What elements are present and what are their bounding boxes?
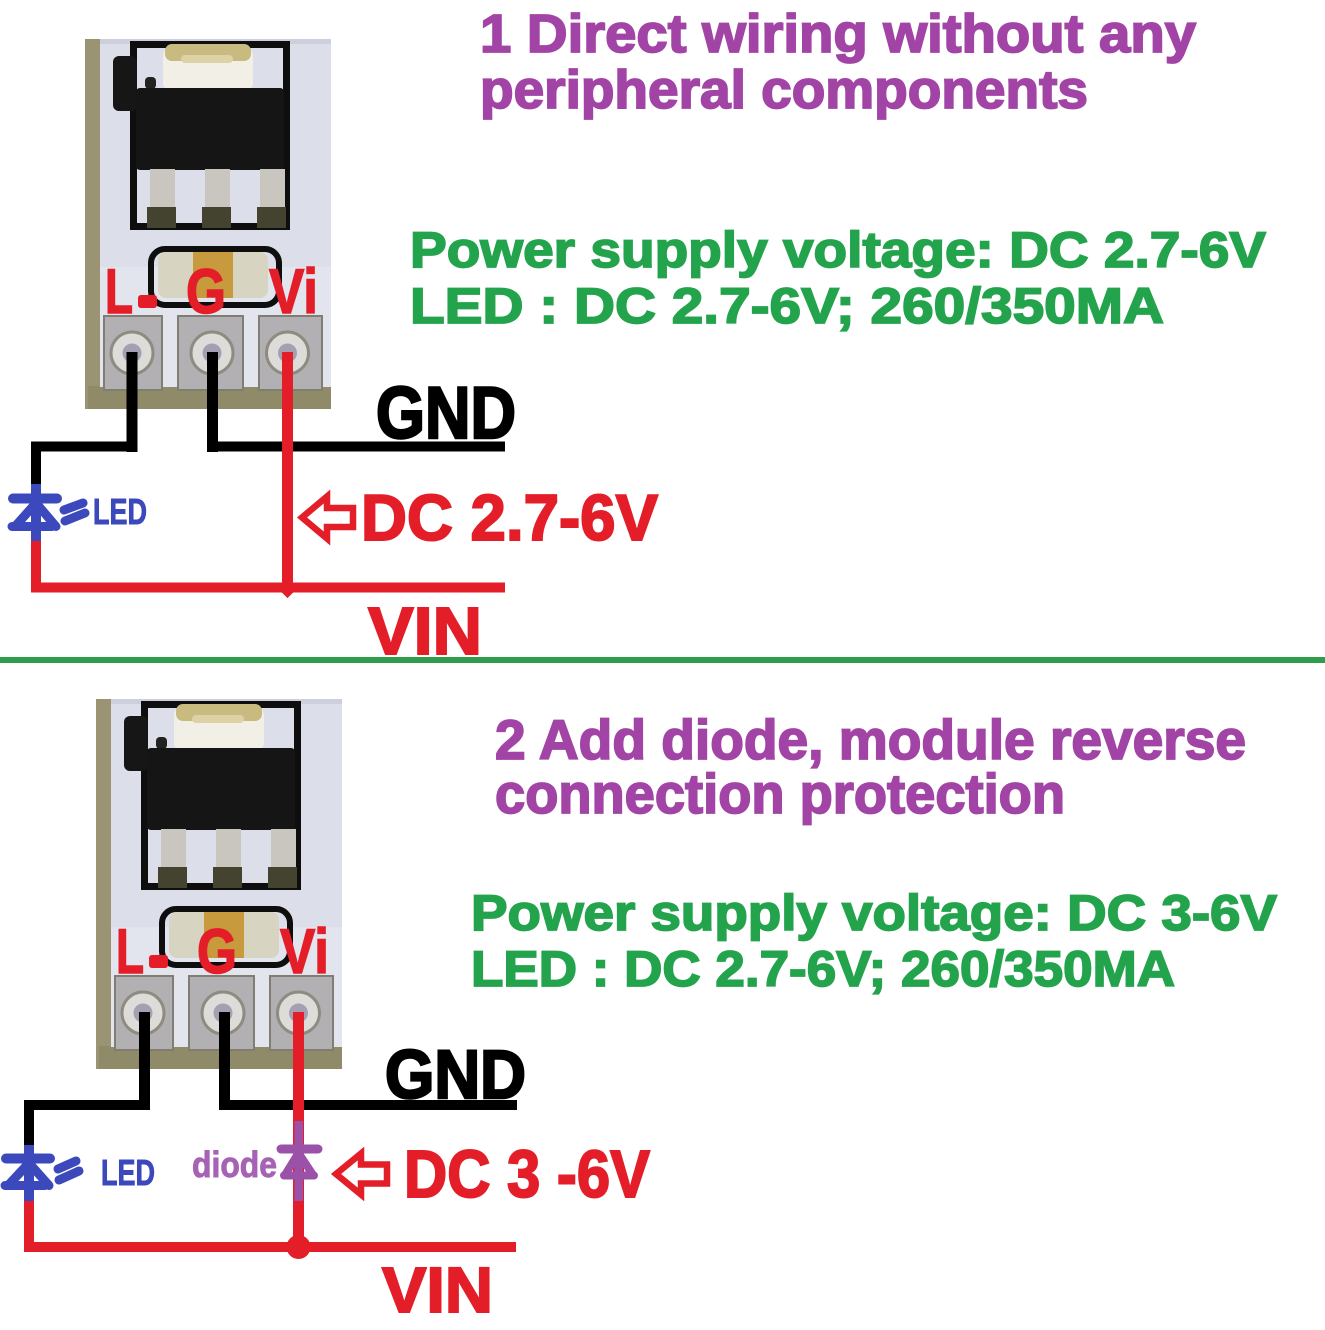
svg-text:LED : DC 2.7-6V; 260/350MA: LED : DC 2.7-6V; 260/350MA: [471, 941, 1175, 997]
svg-text:DC 2.7-6V: DC 2.7-6V: [361, 481, 658, 554]
svg-text:1 Direct wiring without any: 1 Direct wiring without any: [480, 4, 1196, 64]
svg-text:Power supply voltage: DC 2.7-6: Power supply voltage: DC 2.7-6V: [410, 222, 1267, 278]
svg-text:LED : DC 2.7-6V; 260/350MA: LED : DC 2.7-6V; 260/350MA: [410, 278, 1164, 334]
svg-text:LED: LED: [101, 1152, 155, 1193]
svg-text:LED: LED: [93, 491, 147, 532]
svg-text:connection protection: connection protection: [495, 762, 1065, 825]
svg-text:peripheral components: peripheral components: [480, 60, 1088, 120]
svg-text:diode: diode: [192, 1144, 277, 1185]
svg-text:GND: GND: [385, 1036, 526, 1113]
svg-text:DC 3 -6V: DC 3 -6V: [404, 1137, 650, 1212]
svg-text:VIN: VIN: [382, 1254, 493, 1325]
svg-text:Power supply voltage: DC 3-6V: Power supply voltage: DC 3-6V: [471, 885, 1278, 941]
svg-text:2 Add diode, module reverse: 2 Add diode, module reverse: [495, 708, 1246, 771]
svg-text:GND: GND: [376, 373, 516, 454]
